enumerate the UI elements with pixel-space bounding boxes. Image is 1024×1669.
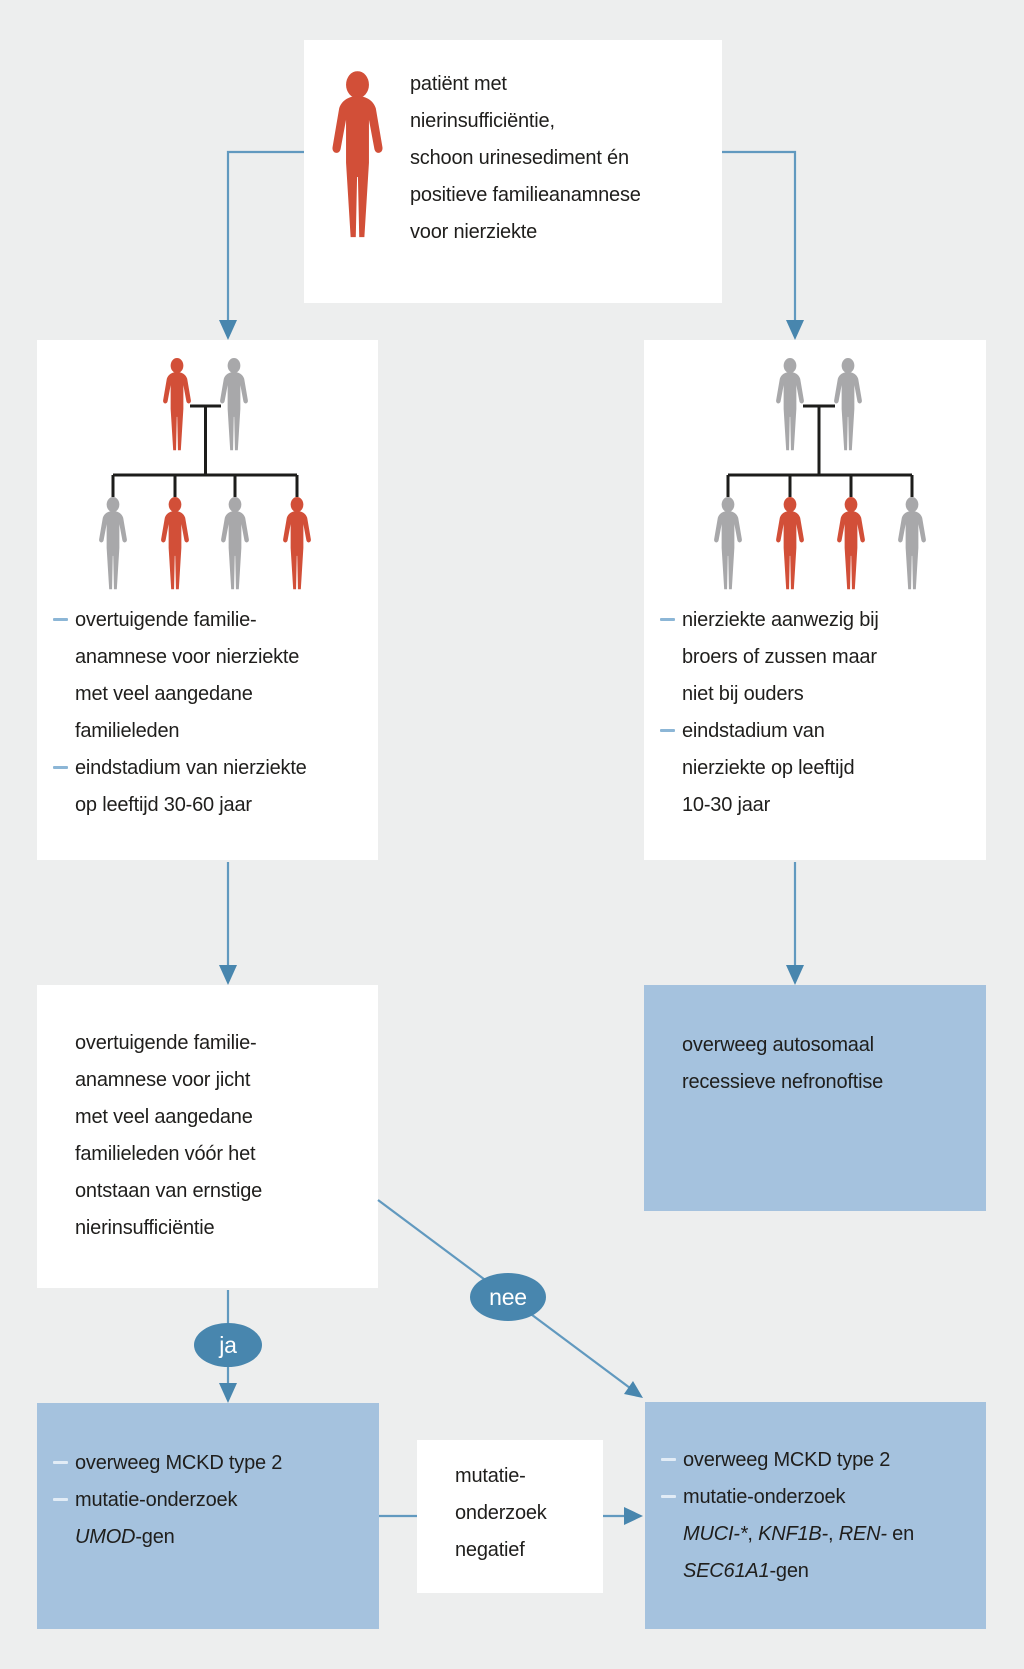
pedigree-dominant-icon	[37, 340, 378, 596]
nee-label: nee	[489, 1284, 527, 1310]
list-item: overtuigende familie-anamnese voor nierz…	[53, 602, 372, 750]
dash-bullet-icon	[53, 1461, 68, 1464]
connector-top-to-right-family	[722, 150, 797, 322]
nee-ellipse	[470, 1273, 546, 1321]
list-item-text: overweeg MCKD type 2	[75, 1452, 283, 1474]
ja-ellipse	[194, 1323, 262, 1367]
arrowhead-down-icon	[786, 965, 804, 985]
gout-question-text: overtuigende familie-anamnese voor jicht…	[75, 1032, 263, 1239]
arrowhead-down-icon	[786, 320, 804, 340]
pedigree-recessive-icon	[644, 340, 986, 596]
list-item-text: overtuigende familie-anamnese voor nierz…	[75, 609, 300, 742]
dash-bullet-icon	[53, 1498, 68, 1501]
dash-bullet-icon	[53, 618, 68, 621]
arrowhead-down-icon	[219, 320, 237, 340]
node-family-dominant: overtuigende familie-anamnese voor nierz…	[37, 340, 378, 860]
dash-bullet-icon	[53, 766, 68, 769]
node-gout-question: overtuigende familie-anamnese voor jicht…	[37, 985, 378, 1288]
dash-bullet-icon	[660, 618, 675, 621]
dash-bullet-icon	[661, 1458, 676, 1461]
connector-nee	[377, 1199, 631, 1389]
arrowhead-down-icon	[219, 965, 237, 985]
family-dominant-list: overtuigende familie-anamnese voor nierz…	[53, 602, 372, 824]
dash-bullet-icon	[661, 1495, 676, 1498]
patient-icon	[326, 71, 389, 243]
ja-label: ja	[218, 1332, 237, 1358]
list-item: overweeg MCKD type 2	[53, 1445, 373, 1482]
list-item: overweeg MCKD type 2	[661, 1442, 982, 1479]
arrowhead-diagonal-icon	[624, 1381, 643, 1398]
connector-top-to-left-family	[226, 150, 304, 322]
dash-bullet-icon	[660, 729, 675, 732]
list-item-text: overweeg MCKD type 2	[683, 1449, 891, 1471]
arrowhead-right-icon	[624, 1507, 643, 1525]
arrowhead-down-icon	[219, 1383, 237, 1403]
